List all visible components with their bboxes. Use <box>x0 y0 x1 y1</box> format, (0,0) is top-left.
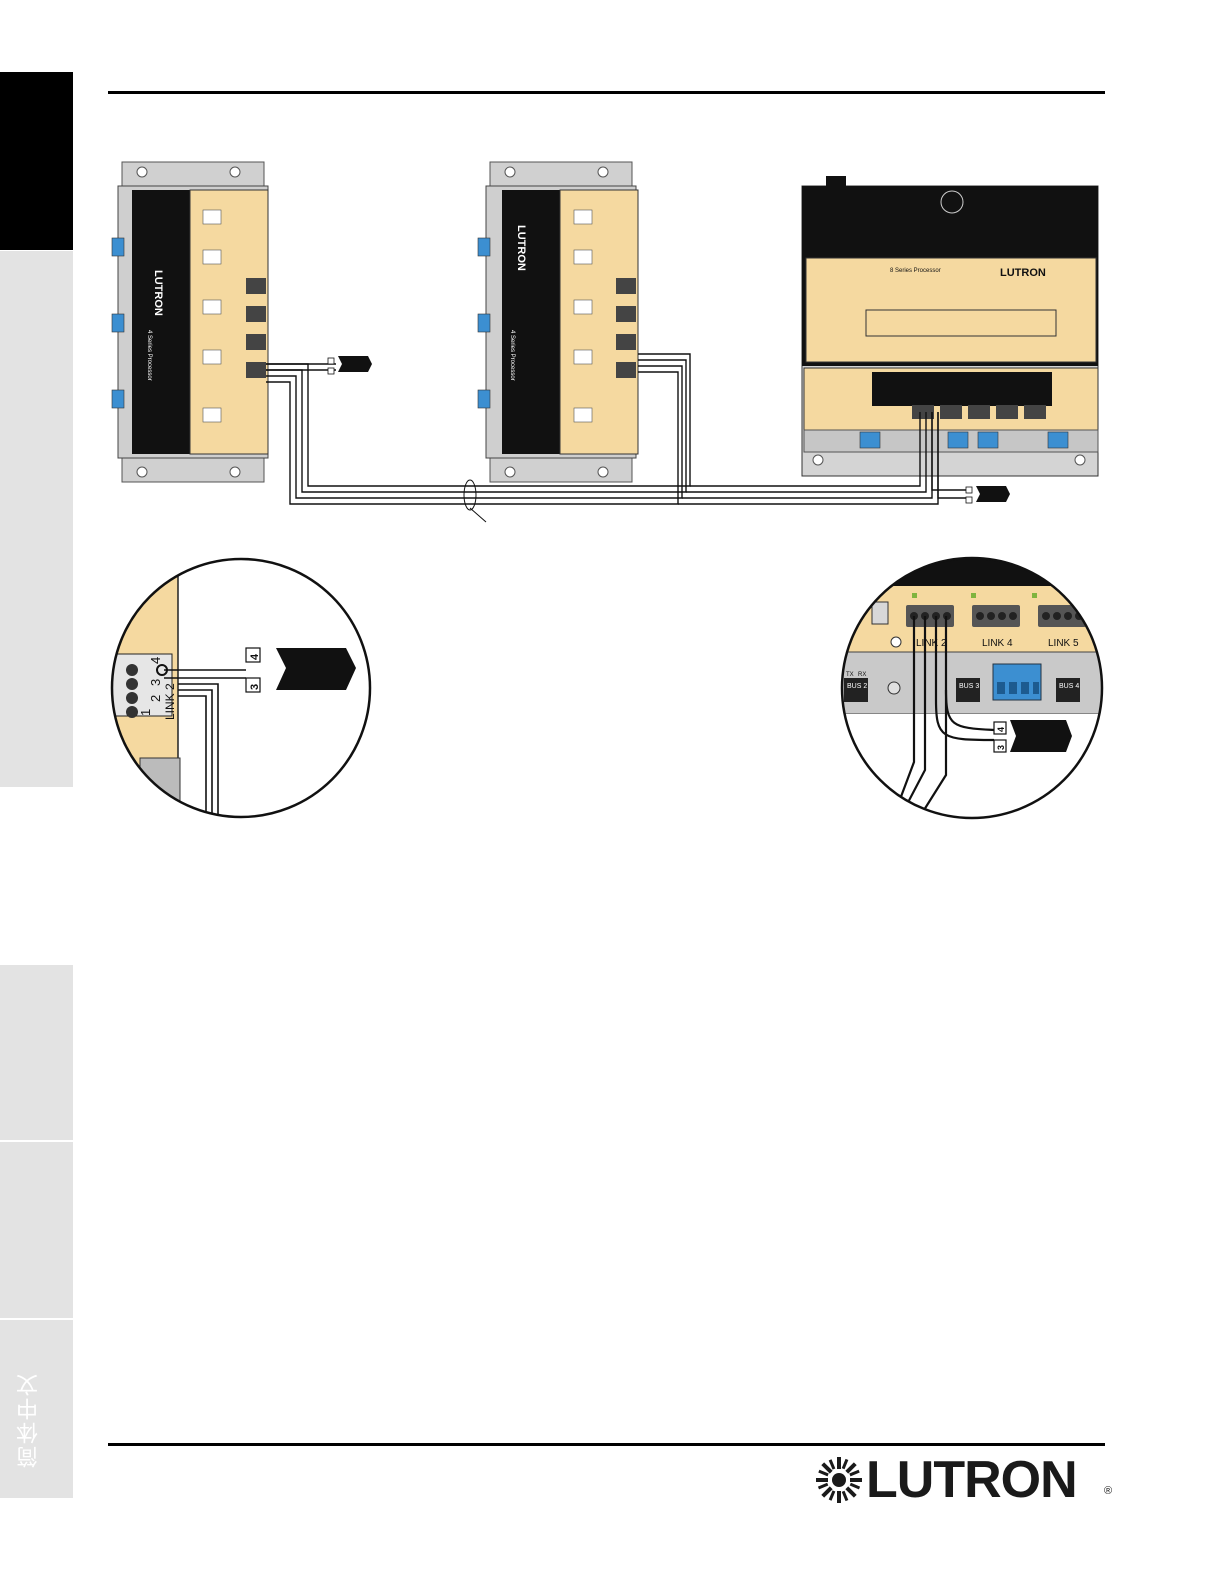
cable-leader-line <box>470 508 486 522</box>
detail-right-bus-4: BUS 4 <box>1059 683 1079 690</box>
side-tab-label: 简体中文 <box>18 1372 58 1468</box>
detail-left: 1 2 3 4 LINK 2 4 3 <box>100 550 400 825</box>
detail-right-link-5: LINK 5 <box>1048 638 1079 649</box>
header-rule <box>108 91 1105 94</box>
side-tab-2[interactable] <box>0 251 73 787</box>
processor-3-brand: LUTRON <box>1000 267 1046 279</box>
detail-right-rx-label: RX <box>858 672 866 678</box>
processor-2-brand: LUTRON <box>515 225 527 271</box>
detail-right-wire-tag-4: 4 <box>996 727 1006 732</box>
detail-right: LINK 2 LINK 4 LINK 5 BUS 2 BUS 3 BUS 4 T… <box>840 550 1110 825</box>
detail-left-terminal-2: 2 <box>148 695 163 702</box>
detail-right-bus-3: BUS 3 <box>959 683 979 690</box>
processor-1: LUTRON 4 Series Processor <box>112 162 268 482</box>
lutron-burst-icon <box>814 1455 864 1505</box>
side-tab-chinese[interactable]: 简体中文 <box>0 1320 73 1498</box>
footer-logo: LUTRON ® <box>814 1455 1114 1507</box>
cable-bundle-marker <box>464 480 476 510</box>
detail-left-terminal-4: 4 <box>148 657 163 664</box>
footer-registered: ® <box>1104 1485 1112 1497</box>
detail-left-link-label: LINK 2 <box>163 683 177 720</box>
side-tab-4[interactable] <box>0 1142 73 1318</box>
side-tab-3[interactable] <box>0 965 73 1140</box>
processor-2: LUTRON 4 Series Processor <box>478 162 638 482</box>
detail-right-wire-tag-3: 3 <box>996 745 1006 750</box>
processor-3: LUTRON 8 Series Processor <box>802 176 1098 476</box>
processor-1-title: 4 Series Processor <box>146 330 152 381</box>
detail-left-terminal-3: 3 <box>148 679 163 686</box>
footer-rule <box>108 1443 1105 1446</box>
terminator-left-small <box>328 356 372 374</box>
detail-right-bus-2: BUS 2 <box>847 683 867 690</box>
processor-1-brand: LUTRON <box>152 270 164 316</box>
detail-right-link-4: LINK 4 <box>982 638 1013 649</box>
processor-3-title: 8 Series Processor <box>890 268 941 274</box>
terminator-right-small <box>966 486 1010 503</box>
wiring-diagram: LUTRON 4 Series Processor LUTRON 4 Ser <box>100 150 1110 825</box>
detail-left-wire-tag-4: 4 <box>249 653 261 660</box>
footer-brand: LUTRON <box>866 1449 1077 1511</box>
detail-left-terminal-1: 1 <box>138 709 153 716</box>
detail-right-link-2: LINK 2 <box>916 638 947 649</box>
processor-2-title: 4 Series Processor <box>509 330 515 381</box>
detail-left-wire-tag-3: 3 <box>249 684 261 690</box>
side-tab-active[interactable] <box>0 72 73 250</box>
detail-right-tx-label: TX <box>846 672 854 678</box>
